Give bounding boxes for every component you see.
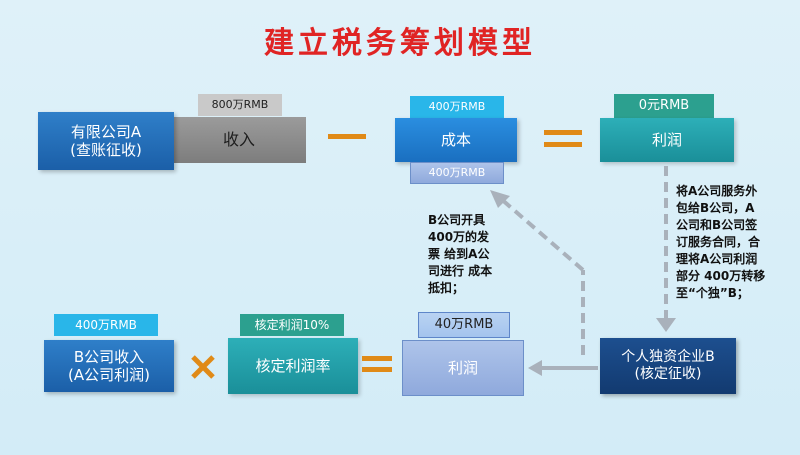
note-invoice: B公司开具 400万的发 票 给到A公 司进行 成本 抵扣； — [428, 213, 493, 295]
revenue-amount-label: 800万RMB — [198, 94, 282, 116]
rate-box: 核定利润率 — [228, 338, 358, 394]
page-title: 建立税务筹划模型 — [264, 26, 536, 61]
dashed-arrow-down-head — [656, 318, 676, 332]
profit-box-row1: 利润 — [600, 118, 734, 162]
cost-box: 成本 — [395, 118, 517, 162]
equals-operator-row1 — [544, 130, 582, 147]
rate-amount-label: 核定利润10% — [240, 314, 344, 336]
profit-box-row2: 利润 — [402, 340, 524, 396]
cost-amount-top-label: 400万RMB — [410, 96, 504, 118]
equals-operator-row2 — [362, 356, 392, 372]
dashed-arrow-head — [490, 190, 510, 208]
b-income-amount-label: 400万RMB — [54, 314, 158, 336]
profit-amount-label-row2: 40万RMB — [418, 312, 510, 338]
profit-amount-label-row1: 0元RMB — [614, 94, 714, 118]
dashed-arrow-diagonal-segment — [498, 196, 585, 272]
enterprise-b-box: 个人独资企业B (核定征收) — [600, 338, 736, 394]
note-outsourcing: 将A公司服务外 包给B公司，A 公司和B公司签 订服务合同，合 理将A公司利润 … — [676, 184, 766, 300]
solid-arrow-head — [528, 360, 542, 376]
cost-amount-bottom-label: 400万RMB — [410, 162, 504, 184]
minus-operator — [328, 134, 366, 139]
b-income-box: B公司收入 (A公司利润) — [44, 340, 174, 392]
company-a-box: 有限公司A (查账征收) — [38, 112, 174, 170]
multiply-operator — [191, 355, 215, 379]
revenue-box: 收入 — [172, 117, 306, 163]
